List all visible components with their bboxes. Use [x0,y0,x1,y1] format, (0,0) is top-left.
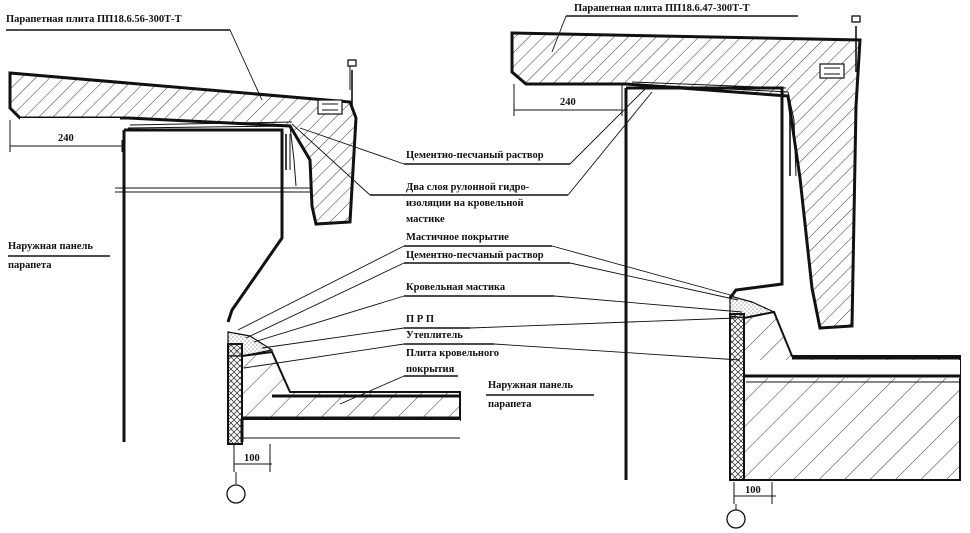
right-dim-240-text: 240 [560,97,576,108]
left-roof-slab [241,350,461,421]
right-panel-label-2: парапета [488,399,532,410]
callouts: Цементно-песчаный раствор Два слоя рулон… [237,85,743,405]
left-panel-label-2: парапета [8,260,52,271]
callout-waterproof-1: Два слоя рулонной гидро- [406,182,530,193]
left-dim-240-text: 240 [58,133,74,144]
callout-cement-mortar-2: Цементно-песчаный раствор [406,250,544,261]
callout-roof-slab-2: покрытия [406,364,455,375]
callout-cement-mortar-1: Цементно-песчаный раствор [406,150,544,161]
callout-roof-mastic: Кровельная мастика [406,282,506,293]
callout-mastic-coating: Мастичное покрытие [406,232,509,243]
callout-waterproof-2: изоляции на кровельной [406,198,524,209]
left-axis-marker [226,484,246,504]
right-dim-240: 240 [513,84,623,116]
right-slab-title: Парапетная плита ПП18.6.47-300Т-Т [574,3,750,14]
right-panel-label-1: Наружная панель [488,380,573,391]
callout-insulation: Утеплитель [406,330,463,341]
left-panel-label-1: Наружная панель [8,241,93,252]
left-prp-layer [227,343,243,445]
left-anchor-bolt [317,59,357,115]
left-dim-100-text: 100 [244,453,260,464]
right-anchor-bolt [819,15,861,79]
left-detail: 240 100 Парапетная плита ПП18.6.56-300Т-… [6,14,461,504]
right-axis-marker [726,509,746,529]
right-detail: 240 100 Парапетная плита ПП18.6.47-300Т-… [486,3,961,529]
callout-roof-slab-1: Плита кровельного [406,348,499,359]
right-outer-panel [624,86,784,480]
right-parapet-slab [510,31,862,330]
right-prp-layer [729,313,745,481]
left-dim-100: 100 [226,444,272,504]
right-dim-100-text: 100 [745,485,761,496]
callout-prp: П Р П [406,314,434,325]
left-outer-panel [122,128,284,442]
left-parapet-slab [8,71,358,226]
left-dim-240: 240 [9,120,123,152]
left-slab-title: Парапетная плита ПП18.6.56-300Т-Т [6,14,182,25]
callout-waterproof-3: мастике [406,214,445,225]
right-dim-100: 100 [726,482,776,529]
right-roof-slab [743,310,961,481]
